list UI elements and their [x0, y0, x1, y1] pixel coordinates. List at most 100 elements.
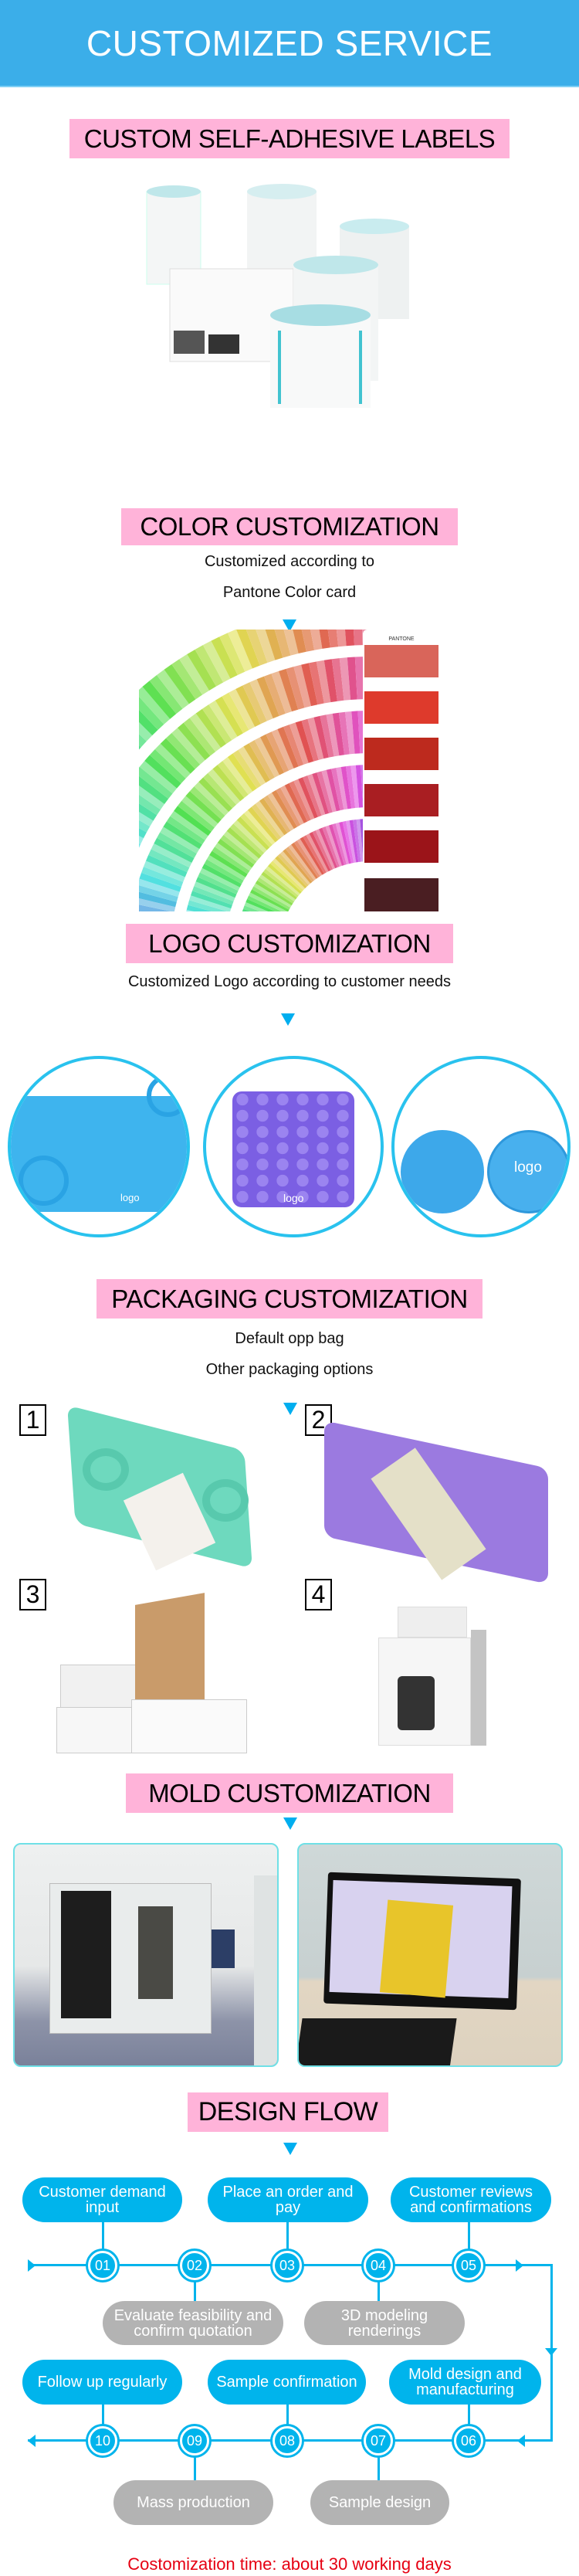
pantone-swatch [174, 806, 212, 837]
pantone-swatch [242, 682, 267, 725]
pantone-swatch [319, 827, 337, 869]
pantone-swatch [331, 768, 344, 811]
section-title-design-flow: DESIGN FLOW [188, 2092, 388, 2132]
pantone-swatch [301, 718, 319, 762]
arrow-left-icon [517, 2435, 525, 2447]
pantone-swatch [235, 685, 261, 727]
pantone-swatch [255, 880, 293, 906]
pantone-swatch [253, 883, 292, 908]
pantone-swatch [356, 819, 364, 862]
pantone-swatch [331, 658, 344, 701]
pantone-swatch [208, 769, 241, 805]
pantone-swatch [277, 726, 299, 769]
packaging-line-2: Other packaging options [205, 1361, 374, 1378]
pantone-swatch [244, 623, 268, 666]
pantone-swatch [195, 877, 237, 898]
pantone-swatch [309, 832, 331, 872]
pantone-swatch [322, 826, 340, 867]
pantone-swatch [303, 776, 322, 817]
flow-step-07: Sample design [310, 2480, 449, 2525]
section-title-mold: MOLD CUSTOMIZATION [126, 1773, 453, 1813]
pantone-swatch [326, 713, 340, 757]
down-arrow-icon [283, 619, 296, 632]
pantone-swatch [220, 834, 257, 865]
flow-step-08: Sample confirmation [208, 2360, 366, 2405]
pantone-swatch [227, 629, 252, 672]
pantone-swatch [226, 827, 262, 859]
pantone-swatch [243, 743, 270, 783]
pantone-swatch [293, 840, 320, 878]
pantone-swatch [149, 675, 183, 714]
pantone-swatch [323, 659, 337, 703]
pantone-swatch [266, 731, 290, 773]
pantone-swatch [284, 782, 308, 823]
pantone-swatch [339, 821, 352, 864]
pantone-swatch [312, 830, 334, 871]
pantone-swatch [336, 767, 348, 810]
pantone-swatch [189, 895, 232, 913]
pantone-swatch [255, 800, 285, 838]
arrow-left-icon [28, 2435, 36, 2447]
pantone-swatch [189, 713, 222, 752]
pantone-swatch [142, 680, 177, 719]
pantone-swatch [171, 659, 203, 700]
pantone-swatch [201, 864, 242, 888]
pantone-swatch [347, 657, 357, 701]
step-number-10: 10 [88, 2426, 117, 2456]
section-title-labels: CUSTOM SELF-ADHESIVE LABELS [69, 119, 510, 158]
color-line-2: Pantone Color card [222, 584, 357, 601]
pantone-swatch [346, 820, 357, 864]
pantone-swatch [208, 700, 238, 741]
option-number-1: 1 [19, 1404, 46, 1436]
pantone-swatch [143, 860, 185, 882]
pantone-swatch [135, 687, 171, 725]
header-title: CUSTOMIZED SERVICE [86, 22, 493, 63]
step-number-08: 08 [273, 2426, 302, 2456]
flow-step-04: 3D modeling renderings [304, 2301, 465, 2345]
pantone-swatch [192, 886, 234, 905]
pantone-swatch [145, 854, 188, 877]
flow-step-06: Mold design and manufacturing [389, 2360, 541, 2405]
pantone-swatch [289, 722, 309, 765]
pantone-swatch [195, 645, 224, 687]
packaging-option-3-image [54, 1591, 255, 1753]
pantone-swatch [273, 858, 306, 891]
logo-sample-blue-mat: logo [8, 1056, 190, 1237]
pantone-swatch [307, 773, 326, 816]
logo-sample-blue-ball: logo [391, 1056, 571, 1237]
flow-step-09: Mass production [113, 2480, 273, 2525]
pantone-swatch [291, 842, 319, 879]
pantone-swatch [217, 838, 255, 868]
pantone-swatch [215, 696, 243, 737]
pantone-swatch [342, 820, 354, 864]
pantone-swatch [212, 847, 250, 874]
pantone-swatch [223, 830, 259, 862]
pantone-swatch [317, 771, 333, 813]
down-arrow-icon [283, 1817, 297, 1830]
down-arrow-icon [283, 1403, 297, 1415]
pantone-swatch [164, 664, 196, 704]
pantone-swatch [289, 781, 311, 822]
pantone-swatch [227, 753, 257, 792]
pantone-swatch [209, 850, 248, 877]
pantone-swatch [229, 688, 256, 730]
pantone-swatch [249, 892, 289, 915]
logo-mark: logo [283, 1192, 304, 1204]
pantone-swatch [293, 664, 311, 708]
pantone-swatch [215, 842, 252, 871]
packaging-option-4-image [371, 1607, 510, 1753]
pantone-swatch [130, 772, 169, 805]
flow-step-03: Place an order and pay [208, 2177, 368, 2222]
pantone-swatch [300, 837, 324, 875]
pantone-swatch [204, 859, 244, 884]
flow-step-05: Customer reviews and confirmations [391, 2177, 551, 2222]
pantone-swatch [312, 772, 330, 815]
pantone-swatch [259, 874, 296, 902]
arrow-right-icon [516, 2259, 523, 2272]
pantone-swatch [279, 850, 311, 885]
pantone-swatch [354, 657, 364, 700]
pantone-swatch [332, 823, 347, 865]
pantone-swatch [181, 796, 218, 828]
pantone-swatch [149, 748, 186, 784]
